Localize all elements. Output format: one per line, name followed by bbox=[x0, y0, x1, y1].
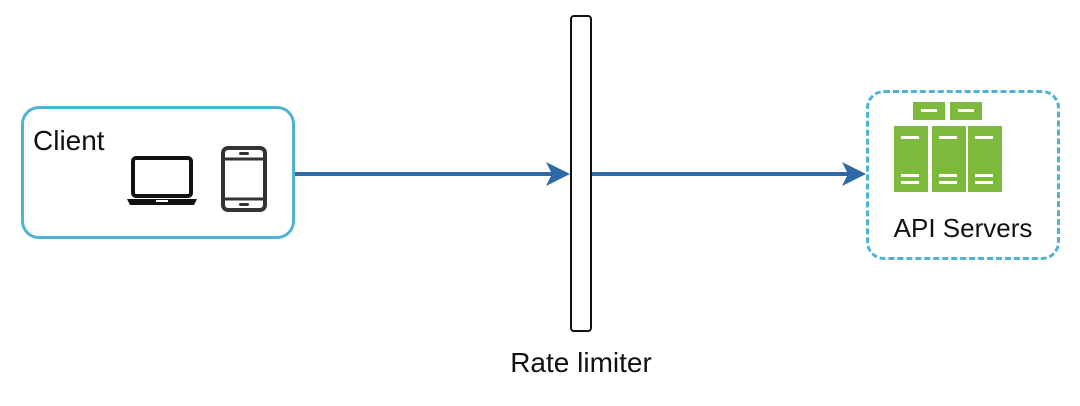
client-label: Client bbox=[33, 125, 105, 156]
rate-limiter-label: Rate limiter bbox=[510, 347, 652, 378]
rate-limiter-bar bbox=[570, 15, 592, 332]
server-rack-icon bbox=[894, 102, 1002, 192]
laptop-icon bbox=[127, 156, 197, 205]
client-to-limiter-arrowhead bbox=[546, 162, 570, 186]
client-box bbox=[21, 106, 295, 239]
limiter-to-api-arrowhead bbox=[842, 162, 866, 186]
api-servers-label: API Servers bbox=[893, 213, 1033, 243]
tablet-icon bbox=[221, 146, 267, 212]
